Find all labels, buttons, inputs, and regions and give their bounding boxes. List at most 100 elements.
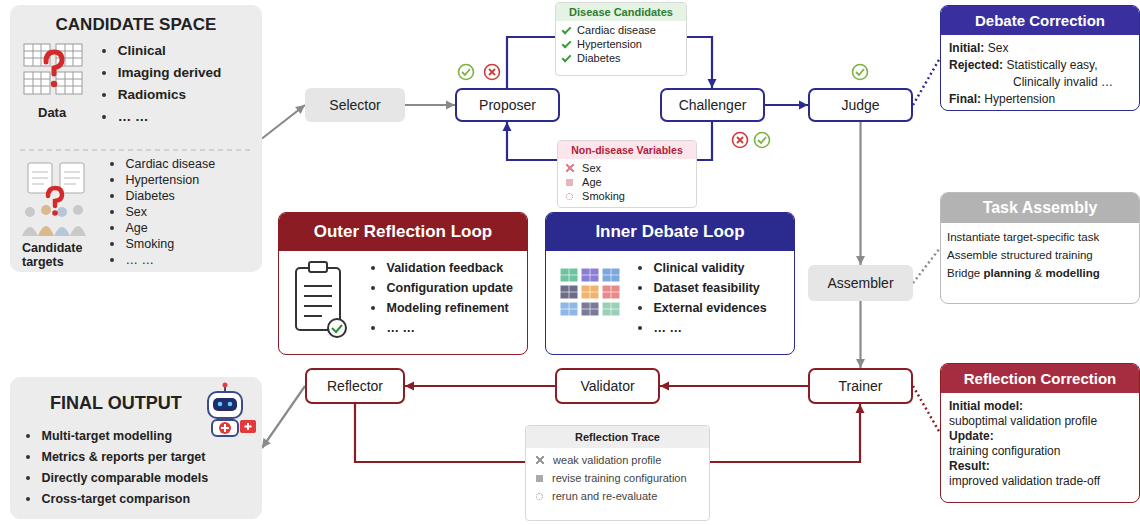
output-panel: FINAL OUTPUT Multi-target modellingMetric… xyxy=(10,377,262,519)
text-row: Clinical validity xyxy=(638,261,794,275)
arrow-head xyxy=(262,438,271,448)
cross-mark xyxy=(485,65,500,80)
text: Hypertension xyxy=(984,92,1055,106)
bold-text: Update: xyxy=(949,429,994,443)
text: Cardiac disease xyxy=(577,24,656,36)
connector xyxy=(262,386,305,448)
text: Assemble structured training xyxy=(947,249,1093,261)
bold-text: Clinical xyxy=(118,43,166,58)
bold-text: CANDIDATE SPACE xyxy=(56,15,217,35)
text-row: Selector xyxy=(329,97,380,113)
text: rerun and re-evaluate xyxy=(552,490,657,502)
process-box: Challenger xyxy=(660,88,765,122)
targets-icon xyxy=(22,163,86,236)
text-row: Metrics & reports per target xyxy=(26,450,205,464)
arrow-head xyxy=(660,382,669,391)
text: suboptimal validation profile xyxy=(949,414,1097,428)
header-band: Task Assembly xyxy=(941,193,1139,223)
bold-text: Disease Candidates xyxy=(569,6,673,18)
text: Diabetes xyxy=(577,52,620,64)
text-row: Assemble structured training xyxy=(947,249,1139,261)
text-row: Initial model: xyxy=(949,399,1139,413)
text-row: weak validation profile xyxy=(536,454,709,466)
text-row: Rejected:Statistically easy, xyxy=(949,58,1139,72)
check-mark xyxy=(459,65,474,80)
process-box: Proposer xyxy=(455,88,560,122)
text-row: Age xyxy=(110,221,148,235)
text: Selector xyxy=(329,97,380,113)
connector xyxy=(660,385,808,387)
correction-card: Reflection CorrectionInitial model:subop… xyxy=(940,363,1140,503)
text: Bridge xyxy=(947,267,980,279)
text-row: Radiomics xyxy=(102,87,186,102)
text: Smoking xyxy=(582,190,625,202)
bold-text: Inner Debate Loop xyxy=(595,222,744,242)
bold-text: Directly comparable models xyxy=(42,471,209,485)
text-row: Reflector xyxy=(327,378,383,394)
bold-text: Outer Reflection Loop xyxy=(314,222,493,242)
text: Assembler xyxy=(827,275,893,291)
text-row: Diabetes xyxy=(562,52,686,64)
arrow-head xyxy=(856,256,865,265)
bold-text: Reflection Trace xyxy=(575,431,660,443)
bold-text: Cross-target comparison xyxy=(42,492,191,506)
text: Judge xyxy=(841,97,879,113)
text-row: Dataset feasibility xyxy=(638,281,794,295)
bold-text: Dataset feasibility xyxy=(654,281,760,295)
loop-card: Inner Debate LoopClinical validityDatase… xyxy=(545,212,795,355)
text-row: Judge xyxy=(841,97,879,113)
text-row: Modeling refinement xyxy=(371,301,527,315)
text-row: Multi-target modelling xyxy=(26,429,172,443)
text: improved validation trade-off xyxy=(949,474,1100,488)
text: Reflection Correction xyxy=(964,370,1117,387)
bold-text: Result: xyxy=(949,459,990,473)
text: revise training configuration xyxy=(552,472,687,484)
candidate-list-box: Disease CandidatesCardiac diseaseHyperte… xyxy=(555,2,687,76)
text-row: Challenger xyxy=(679,97,747,113)
text: Sex xyxy=(126,205,148,219)
text-row: Age xyxy=(566,176,696,188)
text-row: … … xyxy=(110,253,154,267)
question-mark xyxy=(48,188,62,206)
text-row: Validation feedback xyxy=(371,261,527,275)
text: Hypertension xyxy=(126,173,200,187)
text-row: … … xyxy=(638,321,794,335)
process-box: Selector xyxy=(305,88,405,122)
text: Age xyxy=(126,221,148,235)
check-mark xyxy=(853,65,868,80)
clipboard-icon xyxy=(296,262,346,337)
header-band: Disease Candidates xyxy=(556,3,686,21)
header-band: Reflection Trace xyxy=(526,426,709,448)
bold-text: … … xyxy=(387,321,415,335)
arrow-head xyxy=(856,359,865,368)
trace-box: Reflection Trace weak validation profile r… xyxy=(525,425,710,521)
question-dot xyxy=(52,210,58,216)
text-row: Cross-target comparison xyxy=(26,492,190,506)
text-row: revise training configuration xyxy=(536,472,709,484)
arrow-head xyxy=(503,122,512,131)
bold-text: … … xyxy=(118,109,149,124)
bold-text: FINAL OUTPUT xyxy=(50,393,182,414)
text: Sex xyxy=(988,41,1009,55)
header-band: Reflection Correction xyxy=(941,364,1139,393)
text: Proposer xyxy=(479,97,536,113)
text-row: Imaging derived xyxy=(102,65,221,80)
text-row: Final:Hypertension xyxy=(949,92,1139,106)
text-row: Update: xyxy=(949,429,1139,443)
data-table-icon xyxy=(24,44,82,94)
text: Challenger xyxy=(679,97,747,113)
text-row: Validator xyxy=(580,378,634,394)
text: … … xyxy=(126,253,154,267)
arrow-head xyxy=(405,382,414,391)
divider-line xyxy=(20,150,252,151)
text: Sex xyxy=(582,162,601,174)
arrow-head xyxy=(446,101,455,110)
text-row: Configuration update xyxy=(371,281,527,295)
process-box: Assembler xyxy=(808,265,913,301)
text-row: Sex xyxy=(566,162,696,174)
variable-list-box: Non-disease VariablesSexAgeSmoking xyxy=(557,140,697,208)
connector xyxy=(913,248,940,283)
check-mark xyxy=(755,133,770,148)
robot-icon xyxy=(208,383,256,437)
text-row: Trainer xyxy=(839,378,883,394)
